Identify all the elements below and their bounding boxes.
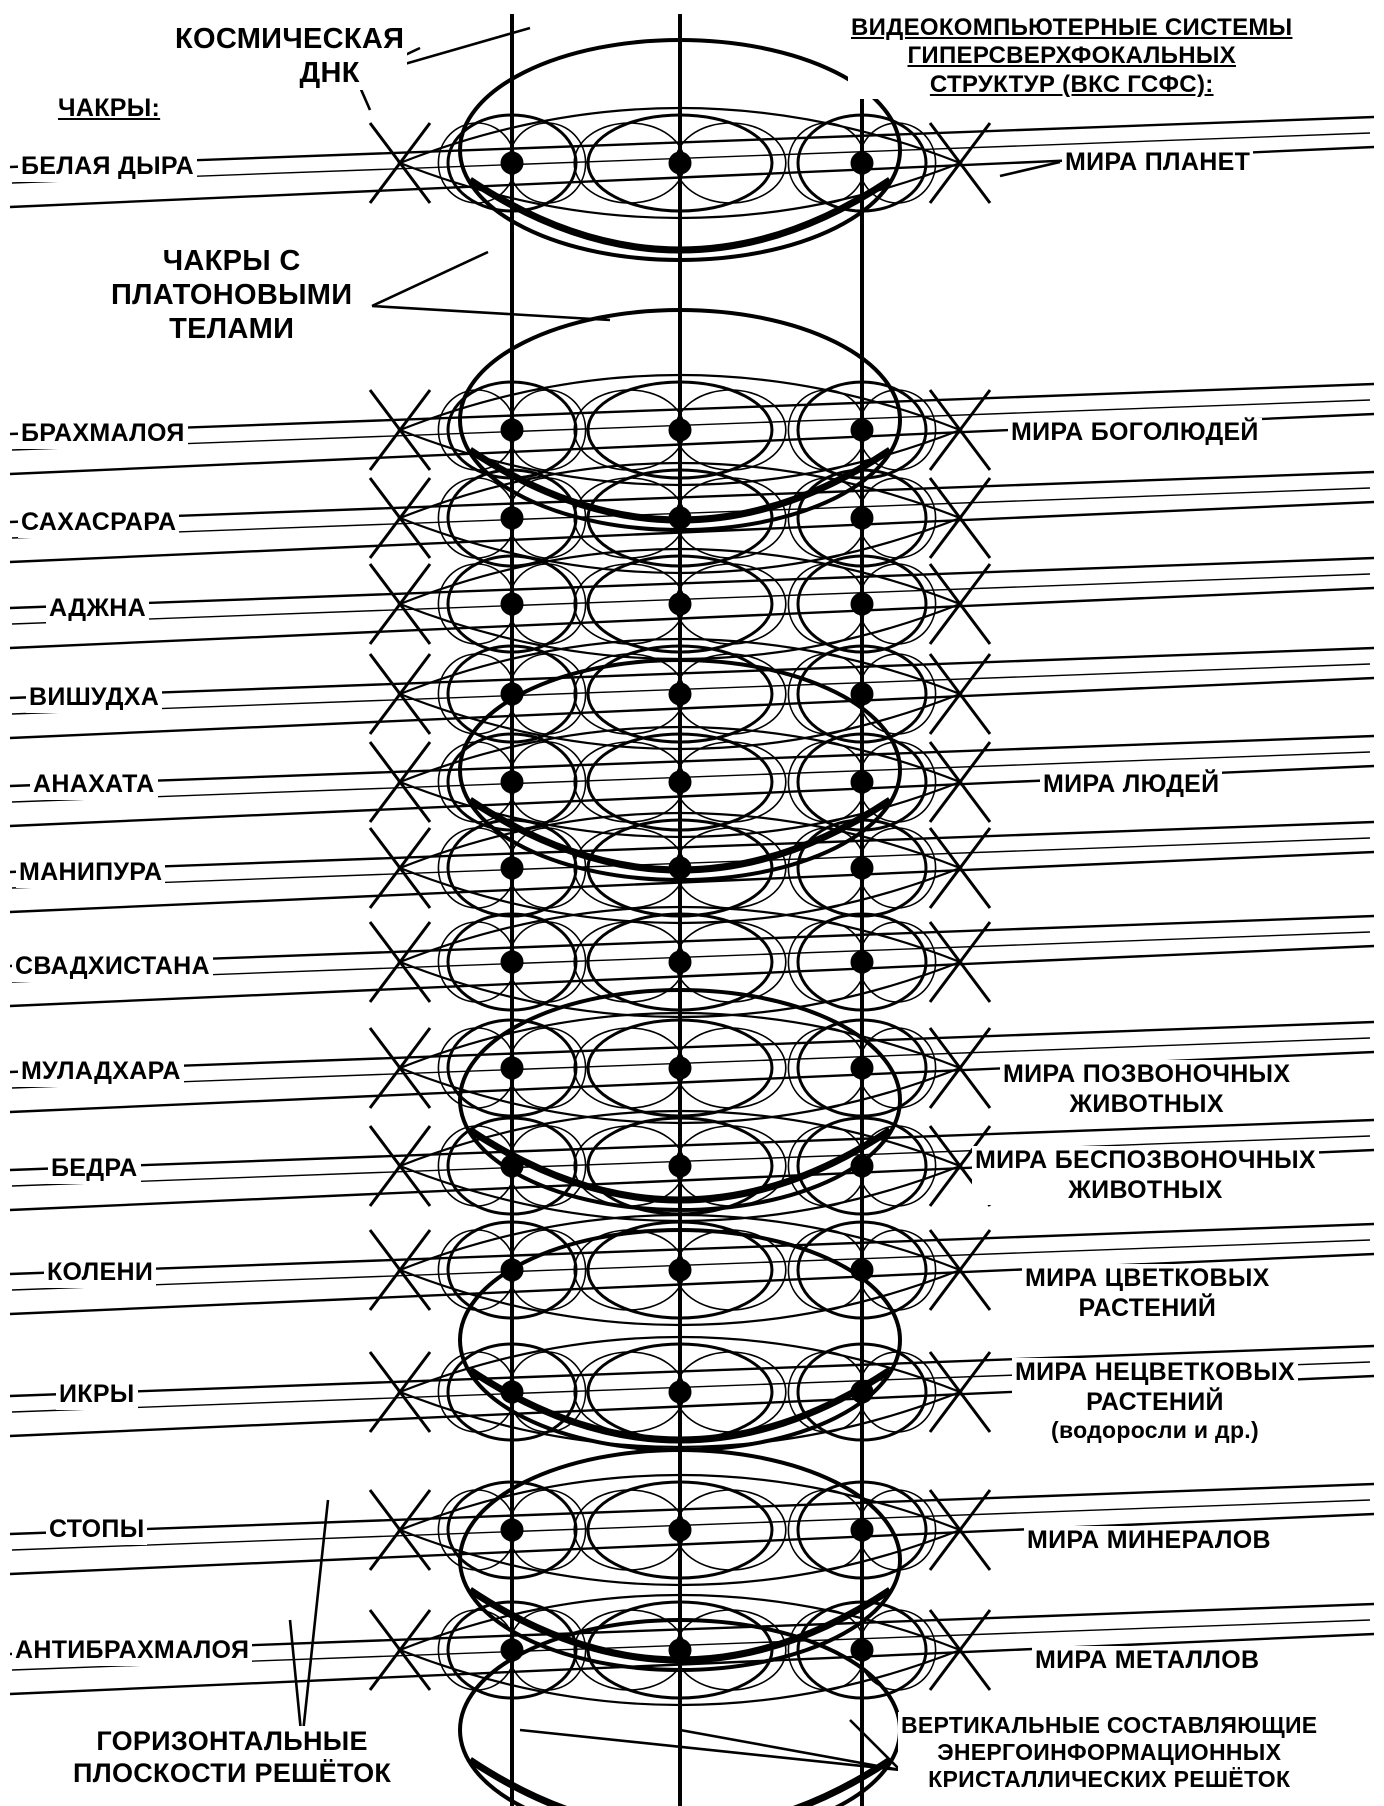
node-ellipse — [675, 1028, 785, 1108]
chakra-label-calves: ИКРЫ — [56, 1380, 138, 1410]
node-cross — [930, 1610, 990, 1690]
node-ellipse — [675, 564, 785, 644]
world-label-invertebrates: МИРА БЕСПОЗВОНОЧНЫХ ЖИВОТНЫХ — [972, 1146, 1319, 1205]
node-ellipse — [574, 390, 684, 470]
chakra-label-muladhara: МУЛАДХАРА — [18, 1057, 184, 1087]
node-ellipse — [675, 123, 785, 203]
node-cross — [930, 742, 990, 822]
node-ellipse — [675, 654, 785, 734]
lattice-plane-line — [12, 664, 1370, 714]
node-cross — [930, 123, 990, 203]
node-cross — [930, 564, 990, 644]
lattice-plane-line — [10, 946, 1374, 1006]
node-cross — [930, 390, 990, 470]
node-cross — [930, 654, 990, 734]
chakra-label-feet: СТОПЫ — [46, 1515, 147, 1545]
chakra-label-antibrahmaloya: АНТИБРАХМАЛОЯ — [12, 1636, 252, 1666]
node-cross — [930, 1490, 990, 1570]
chakra-label-hips: БЕДРА — [48, 1154, 141, 1184]
node-cross — [930, 1028, 990, 1108]
chakras-heading: ЧАКРЫ: — [55, 94, 163, 124]
world-label-vertebrates: МИРА ПОЗВОНОЧНЫХ ЖИВОТНЫХ — [1000, 1060, 1293, 1119]
node-ellipse — [574, 1230, 684, 1310]
horizontal-lattice-planes — [10, 117, 1374, 1694]
node-ellipse — [574, 742, 684, 822]
world-label-planets: МИРА ПЛАНЕТ — [1062, 148, 1253, 178]
cosmic-dna-label: КОСМИЧЕСКАЯ ДНК — [172, 22, 407, 90]
world-label-minerals: МИРА МИНЕРАЛОВ — [1024, 1526, 1274, 1556]
node-cross — [930, 1352, 990, 1432]
node-ellipse — [574, 564, 684, 644]
node-cross — [930, 828, 990, 908]
leader-platonic-chakras — [372, 252, 610, 320]
lattice-plane-line — [10, 648, 1374, 698]
leader-vertical-components — [520, 1720, 900, 1770]
chakra-label-knees: КОЛЕНИ — [44, 1258, 156, 1288]
horizontal-planes-label: ГОРИЗОНТАЛЬНЫЕ ПЛОСКОСТИ РЕШЁТОК — [70, 1726, 394, 1790]
world-label-godmen: МИРА БОГОЛЮДЕЙ — [1008, 418, 1262, 448]
vertical-components-label: ВЕРТИКАЛЬНЫЕ СОСТАВЛЯЮЩИЕ ЭНЕРГОИНФОРМАЦ… — [898, 1712, 1320, 1793]
node-cross — [930, 922, 990, 1002]
lattice-plane-line — [10, 678, 1374, 738]
node-ellipse — [574, 123, 684, 203]
world-label-nonflowering: МИРА НЕЦВЕТКОВЫХ РАСТЕНИЙ (водоросли и д… — [1012, 1358, 1298, 1444]
world-label-flowering: МИРА ЦВЕТКОВЫХ РАСТЕНИЙ — [1022, 1264, 1273, 1323]
chakra-label-ajna: АДЖНА — [46, 594, 149, 624]
node-ellipse — [675, 390, 785, 470]
chakra-label-white-hole: БЕЛАЯ ДЫРА — [18, 152, 197, 182]
chakra-label-anahata: АНАХАТА — [30, 770, 158, 800]
world-label-people: МИРА ЛЮДЕЙ — [1040, 770, 1222, 800]
chakra-label-manipura: МАНИПУРА — [16, 858, 165, 888]
lattice-plane-line — [12, 932, 1370, 982]
lattice-plane-line — [10, 852, 1374, 912]
vks-heading: ВИДЕОКОМПЬЮТЕРНЫЕ СИСТЕМЫ ГИПЕРСВЕРХФОКА… — [848, 14, 1295, 99]
node-ellipse — [574, 1490, 684, 1570]
node-ellipse — [574, 1028, 684, 1108]
chakra-label-sahasrara: САХАСРАРА — [18, 508, 179, 538]
node-ellipse — [574, 1352, 684, 1432]
node-ellipse — [675, 1352, 785, 1432]
chakra-label-svadhisthana: СВАДХИСТАНА — [12, 952, 213, 982]
lattice-plane-line — [12, 574, 1370, 624]
node-ellipse — [574, 654, 684, 734]
lattice-plane-line — [10, 502, 1374, 562]
node-ellipse — [675, 1230, 785, 1310]
world-label-metals: МИРА МЕТАЛЛОВ — [1032, 1646, 1262, 1676]
leader-horizontal-planes — [290, 1500, 328, 1742]
platonic-chakras-label: ЧАКРЫ С ПЛАТОНОВЫМИ ТЕЛАМИ — [108, 244, 355, 347]
chakra-label-vishuddha: ВИШУДХА — [26, 683, 162, 713]
node-cross — [930, 1230, 990, 1310]
node-cross — [930, 478, 990, 558]
lattice-plane-line — [10, 472, 1374, 522]
node-ellipse — [675, 742, 785, 822]
chakra-label-brahmaloya: БРАХМАЛОЯ — [18, 419, 188, 449]
node-ellipse — [675, 1490, 785, 1570]
